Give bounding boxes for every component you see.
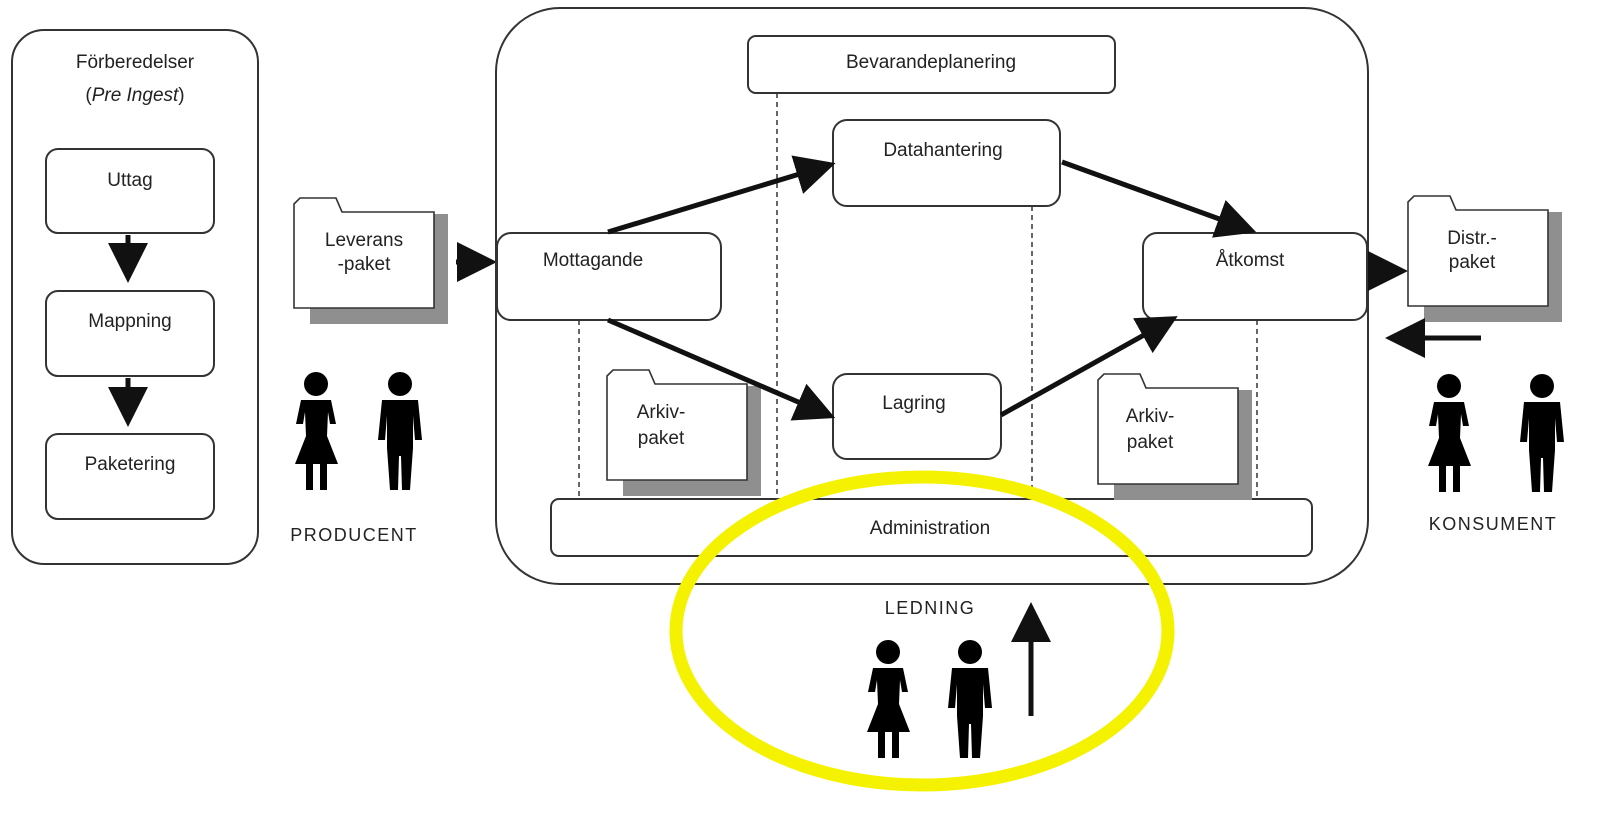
ingest-to-data-management-arrow [607,155,836,235]
ingest-label: Mottagande [543,250,643,271]
producer-label: PRODUCENT [290,525,418,545]
ingest-box [496,232,722,321]
producer-woman-icon [295,372,338,490]
step-paketering-label: Paketering [85,454,176,475]
storage-box [832,373,1002,460]
step-uttag-box [45,148,215,234]
archive-package-left-line2: paket [638,428,685,449]
management-woman-icon [867,640,910,758]
data-management-to-access-arrow [1061,159,1257,238]
archive-package-left-folder: Arkiv- paket [606,369,762,497]
data-management-label: Datahantering [883,140,1002,161]
archive-package-right-line2: paket [1127,432,1174,453]
ingest-to-storage-arrow [607,317,836,421]
pre-ingest-subtitle: (Pre Ingest) [85,85,184,106]
storage-label: Lagring [882,393,945,414]
administration-label: Administration [870,518,990,539]
access-label: Åtkomst [1216,250,1285,271]
management-label: LEDNING [885,598,976,618]
consumer-label: KONSUMENT [1429,514,1558,534]
archive-package-right-folder: Arkiv- paket [1097,373,1253,501]
distribution-package-line1: Distr.- [1447,228,1497,249]
step-mappning-box [45,290,215,377]
management-highlight-ellipse [669,470,1175,792]
access-box [1142,232,1368,321]
consumer-man-icon [1520,374,1564,492]
storage-to-access-arrow [999,316,1178,418]
pre-ingest-title: Förberedelser [76,52,195,73]
delivery-package-folder: Leverans -paket [293,197,449,325]
delivery-package-label-line2: -paket [338,254,392,275]
management-man-icon [948,640,992,758]
producer-man-icon [378,372,422,490]
data-management-box [832,119,1061,207]
step-paketering-box [45,433,215,520]
distribution-package-folder: Distr.- paket [1407,195,1563,323]
step-uttag-label: Uttag [107,170,152,191]
consumer-woman-icon [1428,374,1471,492]
archive-package-right-line1: Arkiv- [1126,406,1175,427]
preservation-planning-label: Bevarandeplanering [846,52,1016,73]
preservation-planning-box [747,35,1116,94]
delivery-package-label-line1: Leverans [325,230,403,251]
archive-package-left-line1: Arkiv- [637,402,686,423]
step-mappning-label: Mappning [88,311,171,332]
distribution-package-line2: paket [1449,252,1496,273]
